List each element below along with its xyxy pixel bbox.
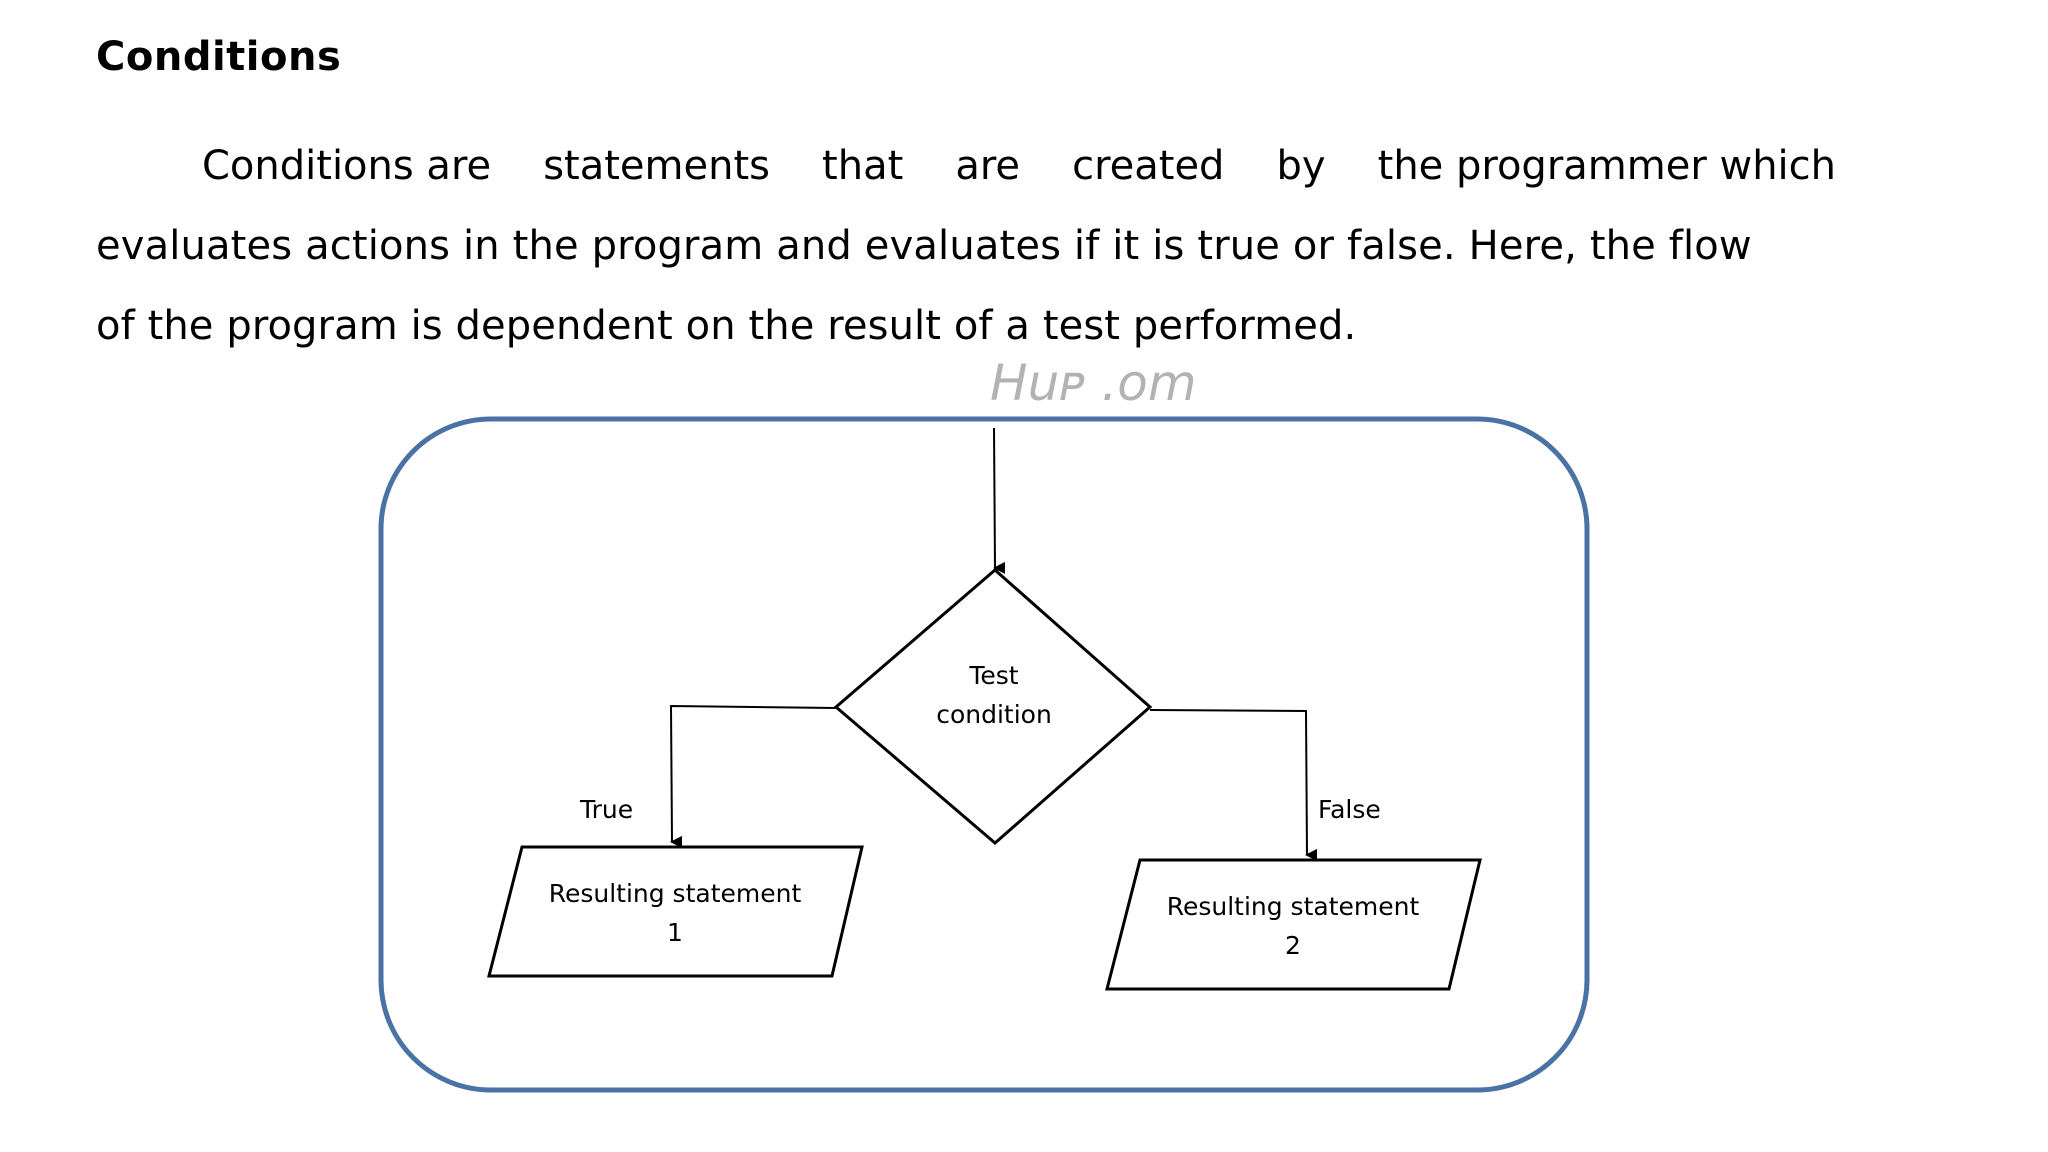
statement-2-line1: Resulting statement [1167, 892, 1420, 921]
paragraph-word: by [1276, 143, 1326, 189]
false-branch-arrow [1149, 709, 1318, 861]
decision-label-line1: Test [968, 661, 1018, 690]
paragraph-line-1: Conditions are statements that are creat… [202, 146, 1836, 186]
resulting-statement-2-box [1105, 858, 1482, 991]
paragraph-word: are [955, 143, 1021, 189]
decision-label-line2: condition [936, 700, 1052, 729]
statement-2-line2: 2 [1285, 931, 1301, 960]
true-branch-arrow [669, 704, 837, 848]
decision-diamond [833, 568, 1153, 845]
section-heading: Conditions [96, 34, 342, 80]
statement-1-line2: 1 [667, 918, 683, 947]
paragraph-line-2: evaluates actions in the program and eva… [96, 223, 1752, 269]
false-label: False [1318, 795, 1381, 824]
paragraph-word: the programmer which [1377, 143, 1836, 189]
paragraph-line-3: of the program is dependent on the resul… [96, 303, 1357, 349]
entry-arrow [993, 427, 1006, 574]
resulting-statement-1-box [487, 845, 864, 978]
paragraph-word: Conditions are [202, 143, 492, 189]
watermark: Huᴘ .om [990, 354, 1197, 412]
paragraph-word: statements [543, 143, 770, 189]
paragraph-word: that [822, 143, 904, 189]
statement-1-line1: Resulting statement [549, 879, 802, 908]
true-label: True [579, 795, 633, 824]
paragraph-word: created [1072, 143, 1225, 189]
diagram-frame [378, 416, 1590, 1093]
